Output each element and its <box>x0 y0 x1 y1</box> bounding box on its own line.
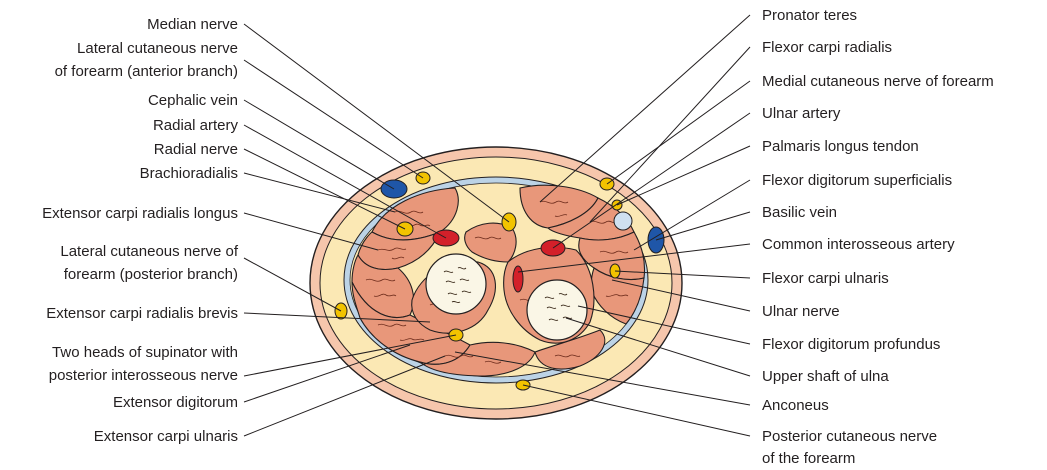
radius-bone <box>426 254 486 314</box>
label-upper-shaft-ulna: Upper shaft of ulna <box>762 368 889 385</box>
label-lat-cut-nerve-anterior-line2: of forearm (anterior branch) <box>55 63 238 80</box>
label-radial-artery: Radial artery <box>153 117 239 134</box>
label-pronator-teres: Pronator teres <box>762 7 857 24</box>
label-fcr: Flexor carpi radialis <box>762 39 892 56</box>
label-lat-cut-nerve-posterior-line2: forearm (posterior branch) <box>64 266 238 283</box>
label-ulnar-artery: Ulnar artery <box>762 105 841 122</box>
label-radial-nerve: Radial nerve <box>154 141 238 158</box>
label-ecu: Extensor carpi ulnaris <box>94 428 238 445</box>
label-lat-cut-nerve-posterior: Lateral cutaneous nerve of <box>60 243 238 260</box>
label-brachioradialis: Brachioradialis <box>140 165 238 182</box>
label-fdp: Flexor digitorum profundus <box>762 336 940 353</box>
label-cephalic-vein: Cephalic vein <box>148 92 238 109</box>
label-supinator: Two heads of supinator with <box>52 344 238 361</box>
label-ecrl: Extensor carpi radialis longus <box>42 205 238 222</box>
label-extensor-digitorum: Extensor digitorum <box>113 394 238 411</box>
common-interosseous-artery-shape <box>513 266 523 292</box>
label-lat-cut-nerve-anterior: Lateral cutaneous nerve <box>77 40 238 57</box>
label-ulnar-nerve: Ulnar nerve <box>762 303 840 320</box>
label-ecrb: Extensor carpi radialis brevis <box>46 305 238 322</box>
label-palmaris-longus: Palmaris longus tendon <box>762 138 919 155</box>
ulnar-vessel-shape <box>614 212 632 230</box>
label-fcu: Flexor carpi ulnaris <box>762 270 889 287</box>
label-post-cut-nerve: Posterior cutaneous nerve <box>762 428 937 445</box>
label-basilic-vein: Basilic vein <box>762 204 837 221</box>
label-supinator-line2: posterior interosseous nerve <box>49 367 238 384</box>
label-median-nerve: Median nerve <box>147 16 238 33</box>
ulna-bone <box>527 280 587 340</box>
label-anconeus: Anconeus <box>762 397 829 414</box>
label-fds: Flexor digitorum superficialis <box>762 172 952 189</box>
label-med-cut-nerve: Medial cutaneous nerve of forearm <box>762 73 994 90</box>
label-common-interosseous: Common interosseous artery <box>762 236 955 253</box>
labels-right: Pronator teres Flexor carpi radialis Med… <box>762 7 994 467</box>
labels-left: Median nerve Lateral cutaneous nerve of … <box>42 16 239 445</box>
label-post-cut-nerve-line2: of the forearm <box>762 450 855 467</box>
